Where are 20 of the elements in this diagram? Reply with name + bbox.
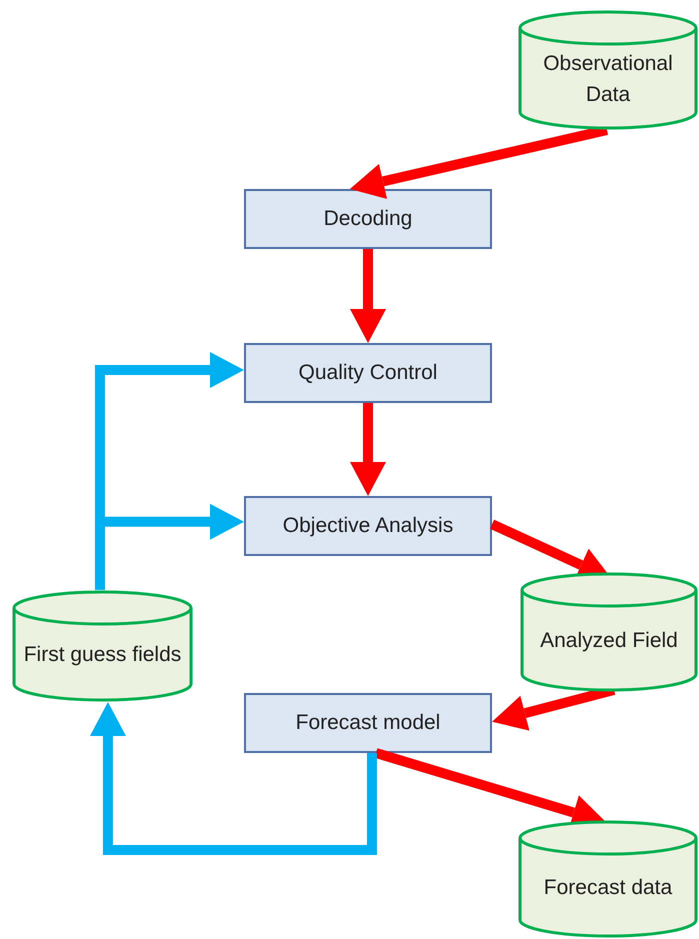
process-box xyxy=(244,189,492,249)
node-label: Observational Data xyxy=(542,50,674,108)
process-box xyxy=(244,343,492,403)
arrow xyxy=(90,702,377,855)
node-label: First guess fields xyxy=(22,642,182,668)
arrow xyxy=(350,249,386,343)
node-label: Analyzed Field xyxy=(539,628,679,654)
arrow xyxy=(350,403,386,496)
database-cylinder xyxy=(12,590,193,702)
database-cylinder xyxy=(518,820,698,938)
node-label: Quality Control xyxy=(298,361,438,385)
node-label: Forecast model xyxy=(296,711,440,735)
node-label: Objective Analysis xyxy=(282,514,454,538)
node-label: Decoding xyxy=(324,207,412,231)
process-box xyxy=(244,693,492,753)
database-cylinder xyxy=(520,572,698,692)
arrow xyxy=(94,504,244,590)
node-label: Forecast data xyxy=(542,875,674,902)
process-box xyxy=(244,496,492,556)
database-cylinder xyxy=(518,10,698,130)
